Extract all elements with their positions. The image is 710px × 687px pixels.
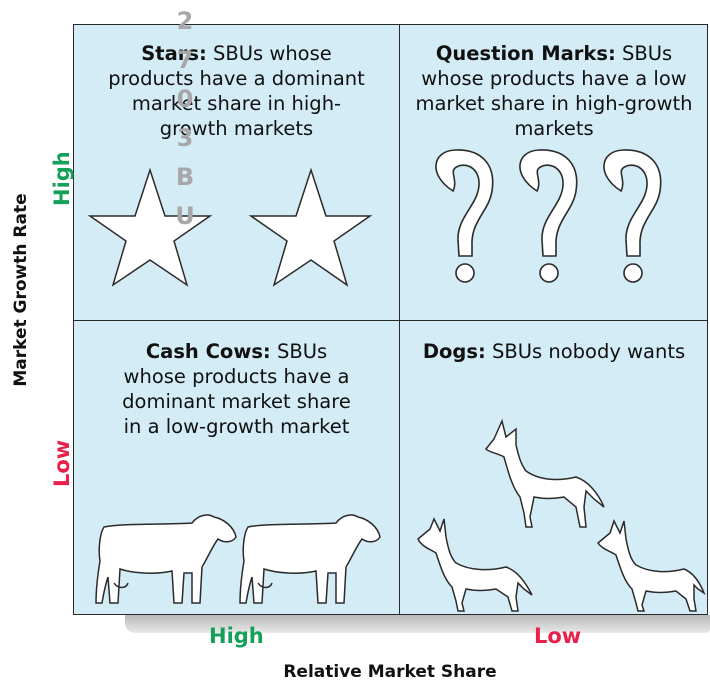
matrix-shadow (125, 615, 710, 633)
watermark-char: 3 (176, 124, 194, 152)
cow-icon (239, 514, 381, 604)
dogs-art (417, 418, 706, 612)
quadrant-question-marks-text: Question Marks: SBUs whose products have… (400, 41, 708, 141)
quadrant-cash-cows-text: Cash Cows: SBUs whose products have a do… (74, 339, 399, 439)
quadrant-description: SBUs nobody wants (491, 340, 686, 363)
quadrant-title: Dogs: (422, 340, 486, 363)
watermark-char: U (175, 202, 195, 230)
horizontal-divider (74, 320, 707, 321)
cow-icon (95, 514, 237, 604)
quadrant-title: Cash Cows: (145, 340, 271, 363)
y-low-label: Low (50, 439, 74, 487)
quadrant-question-marks: Question Marks: SBUs whose products have… (400, 25, 708, 320)
x-axis-title: Relative Market Share (283, 662, 497, 682)
quadrant-title: Question Marks: (435, 42, 616, 65)
x-high-label: High (209, 624, 264, 648)
quadrant-cash-cows: Cash Cows: SBUs whose products have a do… (74, 321, 399, 614)
quadrant-description: SBUs whose products have a low market sh… (415, 42, 693, 140)
star-icon (87, 167, 213, 287)
watermark-char: 2 (176, 7, 194, 35)
watermark-char: B (175, 163, 195, 191)
watermark-char: 7 (176, 46, 194, 74)
quadrant-description: SBUs whose products have a dominant mark… (108, 42, 365, 140)
quadrant-description: SBUs whose products have a dominant mark… (122, 340, 351, 438)
vertical-divider (399, 25, 400, 614)
dog-icon (417, 517, 533, 612)
y-axis-title: Market Growth Rate (11, 193, 31, 387)
quadrant-dogs: Dogs: SBUs nobody wants (400, 321, 708, 614)
quadrant-stars: Stars: SBUs whose products have a domina… (74, 25, 399, 320)
question-mark-icon (435, 149, 494, 283)
question-mark-icon (603, 149, 662, 283)
y-high-label: High (50, 151, 74, 206)
quadrant-dogs-text: Dogs: SBUs nobody wants (400, 339, 708, 364)
question-marks-art (435, 149, 662, 283)
quadrant-stars-text: Stars: SBUs whose products have a domina… (74, 41, 399, 141)
cash-cows-art (95, 514, 381, 604)
question-mark-icon (519, 149, 578, 283)
dog-icon (597, 519, 706, 612)
quadrant-title: Stars: (141, 42, 207, 65)
star-icon (248, 167, 373, 287)
growth-share-matrix: Stars: SBUs whose products have a domina… (73, 24, 708, 615)
dog-icon (484, 418, 605, 528)
x-low-label: Low (534, 624, 582, 648)
watermark: 2 7 0 3 B U (170, 2, 200, 236)
stars-art (87, 167, 373, 287)
watermark-char: 0 (176, 85, 194, 113)
